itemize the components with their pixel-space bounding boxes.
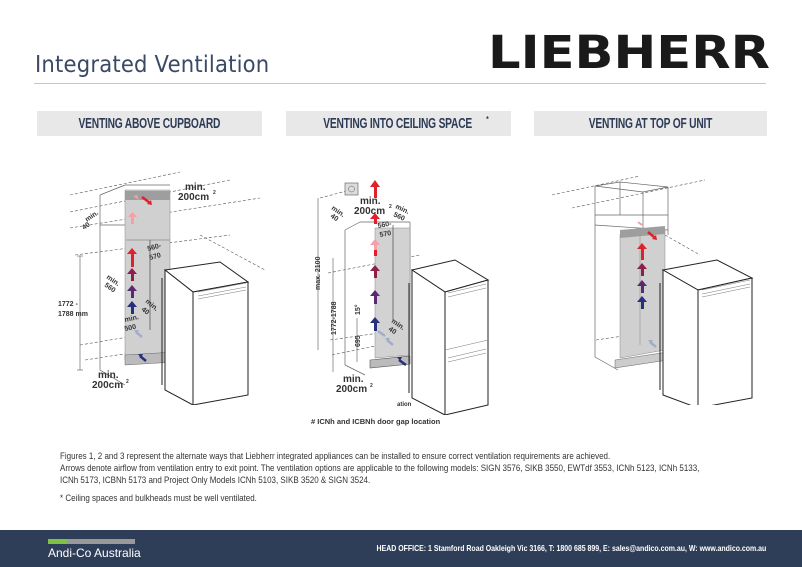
svg-text:min.: min.	[185, 182, 206, 193]
svg-text:200cm: 200cm	[336, 384, 367, 395]
svg-text:560: 560	[392, 211, 406, 222]
section-tab-venting-into-ceiling: VENTING INTO CEILING SPACE*	[286, 111, 511, 136]
svg-text:LIEBHERR: LIEBHERR	[488, 31, 770, 71]
brand-bar-gray	[67, 539, 135, 544]
figure-venting-above-cupboard: min. 200cm 2 min. 40 560- 570 min. 560 1…	[58, 171, 266, 405]
svg-text:2: 2	[389, 204, 392, 210]
svg-text:695: 695	[355, 335, 362, 347]
footer: Andi-Co Australia HEAD OFFICE: 1 Stamfor…	[0, 530, 802, 567]
section-tab-venting-above-cupboard: VENTING ABOVE CUPBOARD	[37, 111, 262, 136]
figure-fragment-label: ation	[397, 402, 412, 408]
description-line-1: Figures 1, 2 and 3 represent the alterna…	[60, 451, 611, 461]
svg-text:min.: min.	[360, 196, 381, 207]
figure-venting-into-ceiling: min. 200cm 2 min. 40 min. 560 560- 570 m…	[315, 180, 490, 415]
description-text: Figures 1, 2 and 3 represent the alterna…	[60, 450, 780, 504]
svg-text:570: 570	[379, 230, 392, 239]
svg-text:2: 2	[213, 190, 216, 196]
svg-text:1772-1788: 1772-1788	[331, 301, 338, 335]
svg-text:40: 40	[329, 213, 339, 223]
ventilation-note: * Ceiling spaces and bulkheads must be w…	[60, 493, 257, 503]
page-title: Integrated Ventilation	[35, 52, 270, 78]
svg-text:570: 570	[149, 252, 162, 262]
footer-contact: HEAD OFFICE: 1 Stamford Road Oakleigh Vi…	[376, 543, 766, 553]
svg-text:40: 40	[140, 306, 151, 316]
svg-text:560-: 560-	[147, 242, 163, 253]
figure-venting-top-of-unit	[551, 175, 754, 405]
svg-text:min.: min.	[343, 374, 364, 385]
svg-text:1772 -: 1772 -	[58, 301, 79, 308]
svg-text:560-: 560-	[377, 221, 393, 230]
svg-text:500: 500	[124, 324, 137, 333]
footer-brand: Andi-Co Australia	[48, 546, 141, 560]
ceiling-vent-icon	[344, 182, 359, 196]
section-tab-venting-top-of-unit: VENTING AT TOP OF UNIT	[534, 111, 767, 136]
svg-text:200cm: 200cm	[92, 380, 123, 391]
description-line-3: ICNh 5173, ICBNh 5173 and Project Only M…	[60, 475, 371, 485]
svg-text:min.: min.	[124, 314, 140, 324]
svg-text:40: 40	[387, 326, 397, 336]
svg-text:max. 2100: max. 2100	[315, 256, 322, 290]
title-divider	[34, 83, 766, 84]
svg-text:1788 mm: 1788 mm	[58, 311, 88, 318]
svg-text:200cm: 200cm	[178, 192, 209, 203]
svg-text:15°: 15°	[354, 304, 362, 315]
liebherr-logo: LIEBHERR	[488, 31, 770, 71]
svg-text:200cm: 200cm	[354, 206, 385, 217]
description-line-2: Arrows denote airflow from ventilation e…	[60, 463, 700, 473]
svg-text:40: 40	[81, 221, 91, 231]
brand-bar-green	[48, 539, 67, 544]
svg-text:2: 2	[126, 379, 129, 385]
door-gap-caption: # ICNh and ICBNh door gap location	[311, 417, 441, 426]
svg-text:min.: min.	[98, 370, 119, 381]
svg-text:2: 2	[370, 383, 373, 389]
